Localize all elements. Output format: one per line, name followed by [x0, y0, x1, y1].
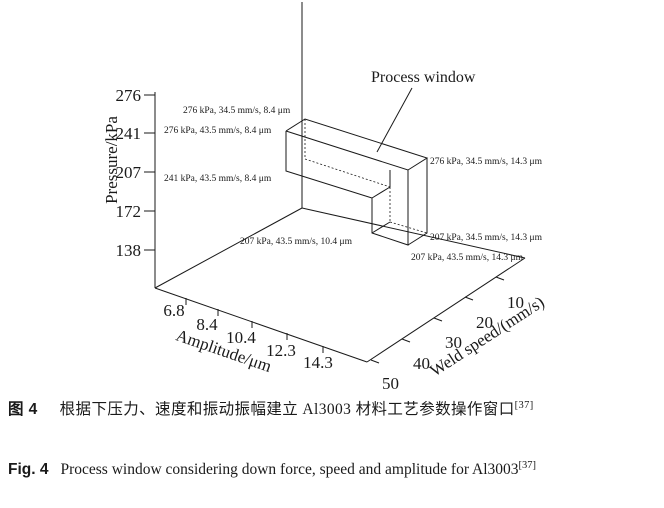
weld-speed-tick-label: 40	[413, 354, 430, 373]
process-window-box-front	[285, 131, 409, 246]
caption-reference: [37]	[514, 399, 534, 411]
point-label: 276 kPa, 34.5 mm/s, 14.3 μm	[430, 157, 543, 167]
figure-caption-english: Fig. 4 Process window considering down fo…	[8, 459, 658, 480]
figure-caption-chinese: 图 4 根据下压力、速度和振动振幅建立 Al3003 材料工艺参数操作窗口[37]	[8, 399, 658, 420]
weld-speed-tick-label: 30	[445, 333, 462, 352]
amplitude-axis-line	[154, 287, 368, 363]
process-window-box-top	[285, 118, 429, 171]
caption-label: Fig. 4	[8, 461, 49, 478]
amplitude-tick-label: 10.4	[226, 328, 256, 347]
point-label: 276 kPa, 43.5 mm/s, 8.4 μm	[164, 126, 272, 136]
process-window-figure: 276 241 207 172 138 Pressure/kPa 6.8 8.4…	[102, 2, 548, 393]
weld-speed-tick-label: 20	[476, 313, 493, 332]
point-label: 276 kPa, 34.5 mm/s, 8.4 μm	[183, 106, 291, 116]
process-window-label: Process window	[371, 69, 476, 86]
weld-speed-tick-label: 50	[382, 374, 399, 393]
process-window-box-right	[407, 158, 428, 246]
pressure-tick-label: 138	[116, 241, 142, 260]
weld-speed-axis-line	[366, 257, 526, 363]
process-window-leader	[376, 87, 413, 153]
pressure-tick-label: 241	[116, 124, 142, 143]
back-floor-edge	[154, 207, 303, 289]
weld-speed-tick-label: 10	[507, 293, 524, 312]
caption-reference: [37]	[518, 459, 537, 471]
amplitude-axis-title: Amplitude/μm	[174, 326, 275, 376]
pressure-tick-label: 207	[116, 163, 142, 182]
caption-label: 图 4	[8, 401, 38, 418]
amplitude-tick-label: 8.4	[196, 315, 218, 334]
pressure-axis-title: Pressure/kPa	[102, 116, 121, 204]
point-label: 207 kPa, 43.5 mm/s, 14.3 μm	[411, 253, 524, 263]
point-label: 207 kPa, 43.5 mm/s, 10.4 μm	[240, 237, 353, 247]
back-right-edge	[301, 207, 526, 259]
amplitude-tick-label: 6.8	[163, 301, 184, 320]
pressure-tick-label: 276	[116, 86, 142, 105]
amplitude-tick-label: 14.3	[303, 353, 333, 372]
caption-text: Process window considering down force, s…	[60, 461, 519, 478]
caption-text: 根据下压力、速度和振动振幅建立 Al3003 材料工艺参数操作窗口	[59, 401, 515, 418]
pressure-tick-label: 172	[116, 202, 142, 221]
point-label: 241 kPa, 43.5 mm/s, 8.4 μm	[164, 174, 272, 184]
point-label: 207 kPa, 34.5 mm/s, 14.3 μm	[430, 233, 543, 243]
amplitude-tick-label: 12.3	[266, 341, 296, 360]
